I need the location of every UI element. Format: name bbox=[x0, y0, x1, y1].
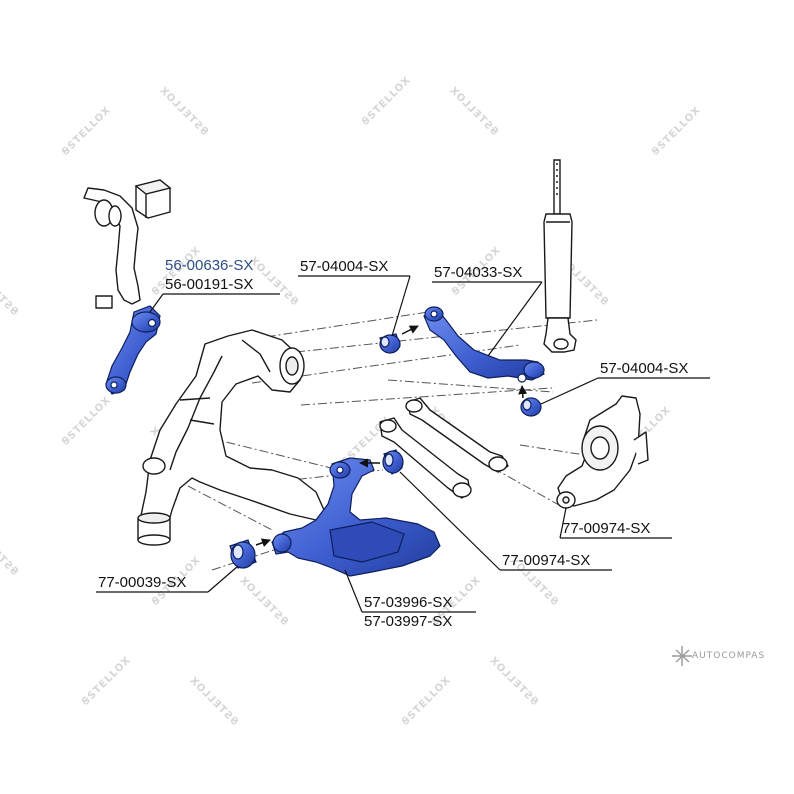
trailing-links bbox=[379, 397, 509, 499]
knuckle bbox=[556, 395, 649, 509]
shock-absorber bbox=[543, 159, 577, 353]
label-upper-bushing-left: 57-04004-SX bbox=[300, 258, 389, 275]
stabilizer-bar bbox=[83, 187, 141, 309]
autocompas-logo-icon bbox=[672, 646, 692, 666]
arrow-upper-left bbox=[401, 325, 419, 335]
bushing-upper-left bbox=[379, 333, 401, 354]
stabilizer-bushing bbox=[134, 179, 172, 219]
label-upper-arm: 57-04033-SX bbox=[434, 264, 523, 281]
upper-arm bbox=[423, 306, 545, 383]
brand-text: AUTOCOMPAS bbox=[692, 651, 766, 661]
subframe bbox=[137, 329, 325, 546]
label-lower-arm-b: 57-03997-SX bbox=[364, 613, 453, 630]
bushing-upper-right bbox=[520, 397, 542, 417]
leader-lines bbox=[96, 275, 710, 613]
label-stab-link-a: 56-00636-SX bbox=[165, 257, 254, 274]
label-trailing-bushing: 77-00974-SX bbox=[502, 552, 591, 569]
label-lower-arm-a: 57-03996-SX bbox=[364, 594, 453, 611]
label-upper-bushing-right: 57-04004-SX bbox=[600, 360, 689, 377]
stabilizer-link bbox=[105, 305, 161, 395]
bushing-front bbox=[229, 539, 257, 569]
label-front-bushing: 77-00039-SX bbox=[98, 574, 187, 591]
bushing-lower-arm bbox=[382, 449, 404, 475]
label-knuckle-bushing: 77-00974-SX bbox=[562, 520, 651, 537]
label-stab-link-b: 56-00191-SX bbox=[165, 276, 254, 293]
arrow-upper-right bbox=[518, 385, 528, 399]
lower-arm bbox=[271, 457, 441, 577]
arrow-front-bushing bbox=[255, 538, 271, 547]
